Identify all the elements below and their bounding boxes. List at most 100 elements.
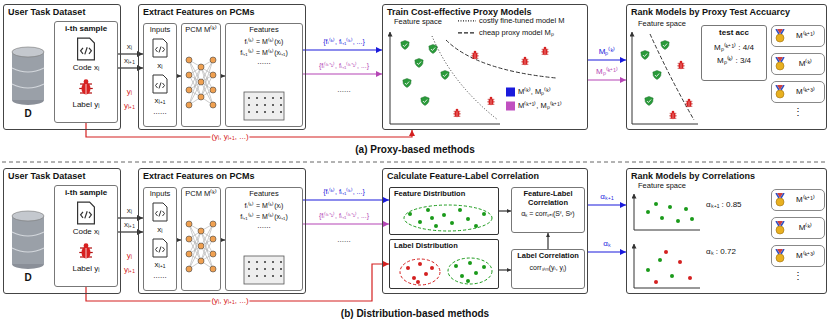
ellipsis: ⋮	[793, 270, 803, 282]
distribution-box: Label Distribution	[389, 239, 499, 289]
box-text: ......	[153, 271, 166, 280]
legend-item: costly fine-tuned model M	[458, 17, 564, 25]
box-title: Extract Features on PCMs	[143, 7, 255, 17]
features-box: Features fᵢ⁽ᵏ⁾ = M⁽ᵏ⁾(xᵢ) fᵢ₊₁⁽ᵏ⁾ = M⁽ᵏ⁾(x…	[225, 187, 303, 291]
features-box: Featuresfᵢ⁽ᵏ⁾ = M⁽ᵏ⁾(xᵢ)fᵢ₊₁⁽ᵏ⁾ = M⁽ᵏ⁾(x…	[225, 23, 303, 127]
box-title: Inputs	[150, 190, 170, 199]
box-title: PCM M⁽ᵏ⁾	[185, 26, 217, 35]
box-title: Label Correlation	[517, 252, 579, 261]
box-title: PCM M⁽ᵏ⁾	[185, 190, 217, 199]
ranked-model: M⁽ᵏ⁺³⁾	[771, 81, 825, 103]
connector	[303, 49, 382, 50]
ranked-model: M⁽ᵏ⁾	[771, 53, 825, 75]
box-title: Feature-Label Correlation	[514, 190, 582, 207]
connector	[499, 269, 511, 270]
connector	[588, 59, 626, 60]
box-title: Rank Models by Proxy Test Accuarcy	[631, 7, 790, 17]
box-title: test acc	[719, 28, 749, 37]
box-title: Label Distribution	[394, 242, 458, 251]
box-text: fᵢ⁽ᵏ⁾ = M⁽ᵏ⁾(xᵢ)	[245, 38, 284, 46]
legend-text: M⁽ᵏ⁾, Mₚ⁽ᵏ⁾	[518, 88, 551, 96]
ellipsis: ......	[337, 235, 350, 244]
box-title: Extract Features on PCMs	[143, 171, 255, 181]
ranked-model: M⁽ᵏ⁺¹⁾	[771, 189, 825, 211]
edge-label: Mₚ⁽ᵏ⁺¹⁾	[595, 68, 619, 77]
box-title: Features	[249, 26, 279, 35]
connector	[118, 231, 143, 232]
edge-label: (yᵢ, yᵢ₊₁, ...)	[210, 297, 249, 306]
edge-label: αₖ	[602, 240, 612, 249]
correlation-box: Label Correlation corrₛᵢₘ(yᵢ, yⱼ)	[511, 249, 585, 289]
edge-label: αₖ₊₁	[599, 193, 614, 202]
ranked-model: M⁽ᵏ⁾	[771, 217, 825, 239]
model-box: PCM M⁽ᵏ⁾	[181, 23, 221, 127]
legend-text: cheap proxy model Mₚ	[479, 29, 554, 37]
legend-item: M⁽ᵏ⁾, Mₚ⁽ᵏ⁾	[506, 88, 551, 97]
box-text: ......	[153, 107, 166, 116]
connector	[303, 73, 382, 74]
label-variable: yᵢ₊₁	[124, 101, 135, 110]
edge-label: xᵢ₊₁	[123, 57, 136, 66]
edge-label: {fᵢ⁽ᵏ⁺¹⁾, fᵢ₊₁⁽ᵏ⁺¹⁾, ...}	[318, 62, 370, 70]
connector	[588, 251, 626, 252]
box-text: Label yᵢ	[72, 264, 99, 273]
distribution-box: Feature Distribution	[389, 187, 499, 235]
box-text: ......	[257, 221, 270, 230]
axis-label: Feature space	[638, 20, 686, 29]
connector	[303, 223, 389, 224]
sample-box: i-th sampleCode xᵢLabel yᵢ	[54, 185, 118, 287]
box-text: Code xᵢ	[73, 227, 100, 236]
model-box: PCM M⁽ᵏ⁾	[181, 187, 221, 291]
score-text: αₖ : 0.72	[706, 247, 736, 256]
inputs-box: Inputsxᵢxᵢ₊₁......	[143, 23, 177, 127]
box-text: corrₛᵢₘ(yᵢ, yⱼ)	[530, 264, 567, 272]
edge-label: xᵢ	[126, 207, 133, 216]
box-title: M⁽ᵏ⁺³⁾	[796, 251, 815, 260]
box-title: Inputs	[150, 26, 170, 35]
box-text: xᵢ₊₁	[155, 260, 166, 269]
legend-swatch	[506, 102, 515, 111]
legend-swatch	[506, 88, 515, 97]
label-variable: yᵢ₊₁	[124, 265, 135, 274]
legend-item: cheap proxy model Mₚ	[458, 29, 554, 37]
box-text: xᵢ	[157, 61, 162, 70]
box-title: i-th sample	[65, 24, 107, 33]
edge-label: xᵢ₊₁	[123, 221, 136, 230]
stage-panel: Extract Features on PCMsInputsxᵢxᵢ₊₁....…	[138, 4, 306, 130]
connector	[547, 233, 548, 249]
box-text: ......	[257, 57, 270, 66]
caption: (b) Distribution-based methods	[341, 308, 489, 320]
box-text: xᵢ	[157, 225, 162, 234]
box-text: Label yᵢ	[72, 100, 99, 109]
box-text: fᵢ⁽ᵏ⁾ = M⁽ᵏ⁾(xᵢ)	[245, 202, 284, 210]
box-text: Code xᵢ	[73, 63, 100, 72]
box-title: Features	[249, 190, 279, 199]
box-title: M⁽ᵏ⁾	[799, 59, 812, 68]
box-text: fᵢ₊₁⁽ᵏ⁾ = M⁽ᵏ⁾(xᵢ₊₁)	[240, 213, 288, 221]
ranked-model: M⁽ᵏ⁺³⁾	[771, 245, 825, 267]
axis-label: Feature space	[638, 182, 686, 191]
box-title: M⁽ᵏ⁺¹⁾	[796, 195, 815, 204]
axis-label: Feature space	[394, 18, 442, 27]
legend-text: costly fine-tuned model M	[479, 17, 564, 25]
box-title: M⁽ᵏ⁺¹⁾	[796, 31, 815, 40]
box-text: Mₚ⁽ᵏ⁺¹⁾ : 4/4	[714, 43, 754, 52]
stage-panel: Calculate Feature-Label CorrelationFeatu…	[382, 168, 588, 294]
box-title: User Task Dataset	[8, 171, 85, 181]
box-title: M⁽ᵏ⁺³⁾	[796, 87, 815, 96]
label-variable: yᵢ	[127, 87, 132, 96]
connector	[118, 53, 143, 54]
connector	[588, 204, 626, 205]
dataset-symbol: D	[24, 108, 31, 120]
score-text: αₖ₊₁ : 0.85	[706, 200, 742, 209]
box-text: αₖ = corrₛₑₗ(Sᶠ, Sʸ)	[521, 210, 574, 218]
dataset-panel: User Task Dataseti-th sampleCode xᵢLabel…	[3, 168, 121, 294]
box-title: User Task Dataset	[8, 7, 85, 17]
box-title: Rank Models by Correlations	[631, 171, 755, 181]
ellipsis: ⋮	[793, 106, 803, 118]
box-title: Calculate Feature-Label Correlation	[387, 171, 539, 181]
edge-label: {fᵢ⁽ᵏ⁾, fᵢ₊₁⁽ᵏ⁾, ...}	[322, 38, 366, 46]
edge-label: {fᵢ⁽ᵏ⁺¹⁾, fᵢ₊₁⁽ᵏ⁺¹⁾, ...}	[318, 212, 370, 220]
